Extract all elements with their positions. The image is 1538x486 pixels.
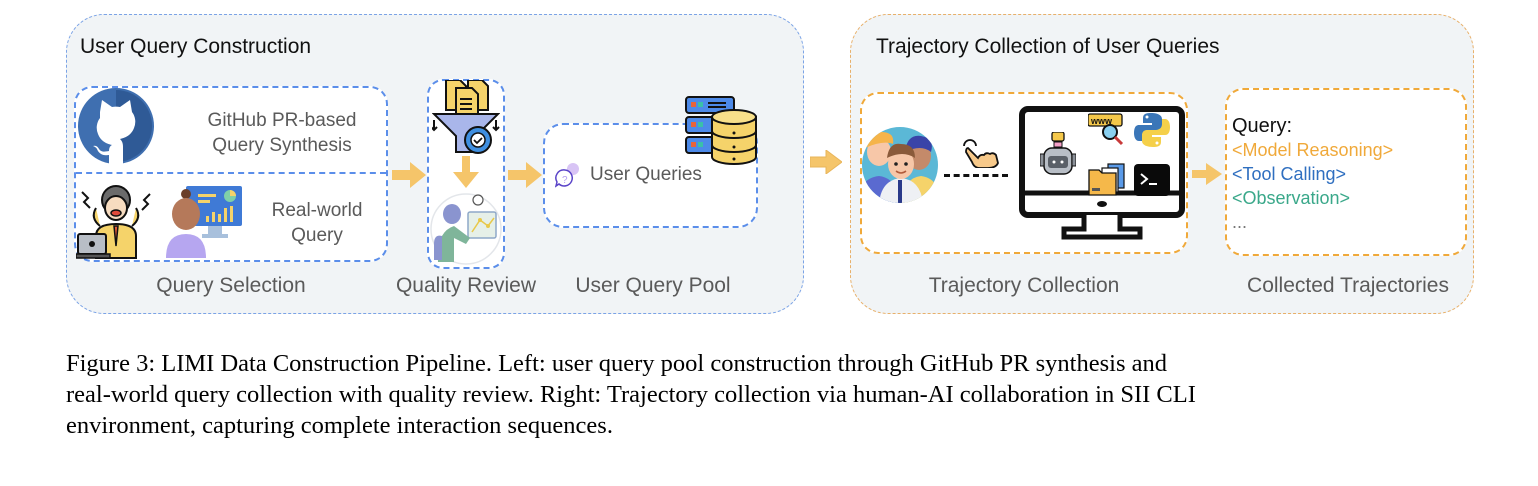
reviewer-person-icon [430,193,502,265]
terminal-icon [1134,164,1170,196]
pointer-hand-icon [963,139,999,168]
arrow-right-icon [392,162,426,188]
trajectory-line-observation: <Observation> [1232,188,1351,208]
figure-caption: Figure 3: LIMI Data Construction Pipelin… [66,348,1486,441]
filter-funnel-icon [432,80,500,154]
trajectory-line-query: Query: [1232,115,1293,137]
github-query-label: GitHub PR-based Query Synthesis [182,108,382,158]
caption-line-3: environment, capturing complete interact… [66,412,613,439]
arrow-right-icon [810,150,842,174]
caption-line-1: Figure 3: LIMI Data Construction Pipelin… [66,350,1167,377]
connection-dashed-line [944,174,1008,177]
trajectory-lines: Query: <Model Reasoning> <Tool Calling> … [1232,114,1393,234]
question-bubble-icon: ? [555,163,579,188]
query-selection-caption: Query Selection [156,274,306,297]
arrow-right-icon [1192,163,1222,185]
svg-text:www: www [1090,116,1113,126]
robot-icon [1040,132,1076,175]
user-queries-label: User Queries [590,164,702,185]
github-label-line1: GitHub PR-based [207,110,357,131]
caption-line-2: real-world query collection with quality… [66,381,1196,408]
github-label-line2: Query Synthesis [212,135,352,156]
folder-icon [1088,163,1125,196]
database-server-icon [685,96,757,165]
realworld-query-label: Real-world Query [252,198,382,248]
trajectory-line-model-reasoning: <Model Reasoning> [1232,140,1394,160]
arrow-right-icon [508,162,542,188]
realworld-label-line2: Query [291,225,343,246]
user-query-pool-caption: User Query Pool [575,274,731,297]
collected-trajectories-caption: Collected Trajectories [1247,274,1449,297]
collected-trajectories-box [1225,88,1467,256]
realworld-label-line1: Real-world [271,200,363,221]
trajectory-line-ellipsis: ... [1232,212,1248,232]
stressed-person-icon [76,185,151,259]
left-panel-title: User Query Construction [80,35,312,58]
github-icon [78,88,154,164]
people-group-icon [862,127,938,203]
trajectory-collection-caption: Trajectory Collection [928,274,1120,297]
analyst-person-icon [166,186,242,258]
quality-review-caption: Quality Review [395,274,537,297]
query-selection-divider [76,172,386,174]
arrow-down-icon [453,156,479,188]
right-panel-title: Trajectory Collection of User Queries [876,35,1220,58]
trajectory-line-tool-calling: <Tool Calling> [1232,164,1347,184]
python-icon [1134,113,1170,147]
web-search-icon: www [1088,113,1124,146]
svg-text:?: ? [562,175,568,186]
